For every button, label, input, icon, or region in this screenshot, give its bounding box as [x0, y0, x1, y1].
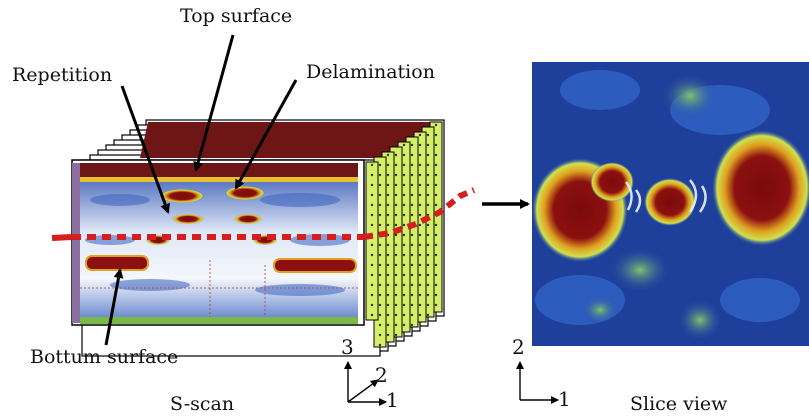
arrow-top-surface [193, 34, 235, 172]
label-slice-view: Slice view [630, 393, 728, 415]
label-delamination: Delamination [306, 61, 435, 83]
sscan-axes [344, 361, 387, 406]
annotation-arrows [104, 34, 298, 346]
label-s-scan: S-scan [170, 393, 234, 415]
stack-side-panels [365, 121, 443, 348]
arrow-delamination [234, 79, 298, 190]
slice-view-image [532, 62, 809, 346]
slice-axes [516, 361, 559, 404]
arrow-bottom-surface [104, 268, 124, 346]
axis-label-1-sscan: 1 [386, 388, 399, 412]
axis-label-2-slice: 2 [512, 335, 525, 359]
label-top-surface: Top surface [180, 5, 292, 27]
label-repetition: Repetition [12, 64, 112, 86]
arrow-repetition [120, 85, 170, 214]
label-bottom-surface: Bottum surface [30, 346, 178, 368]
axis-label-3: 3 [341, 335, 354, 359]
stack-top-bands [140, 122, 442, 158]
axis-label-1-slice: 1 [558, 387, 571, 411]
sscan-stack [71, 119, 445, 357]
axis-label-2-sscan: 2 [375, 363, 388, 387]
sscan-front-slice [71, 159, 365, 326]
slice-plane-line [51, 187, 476, 241]
